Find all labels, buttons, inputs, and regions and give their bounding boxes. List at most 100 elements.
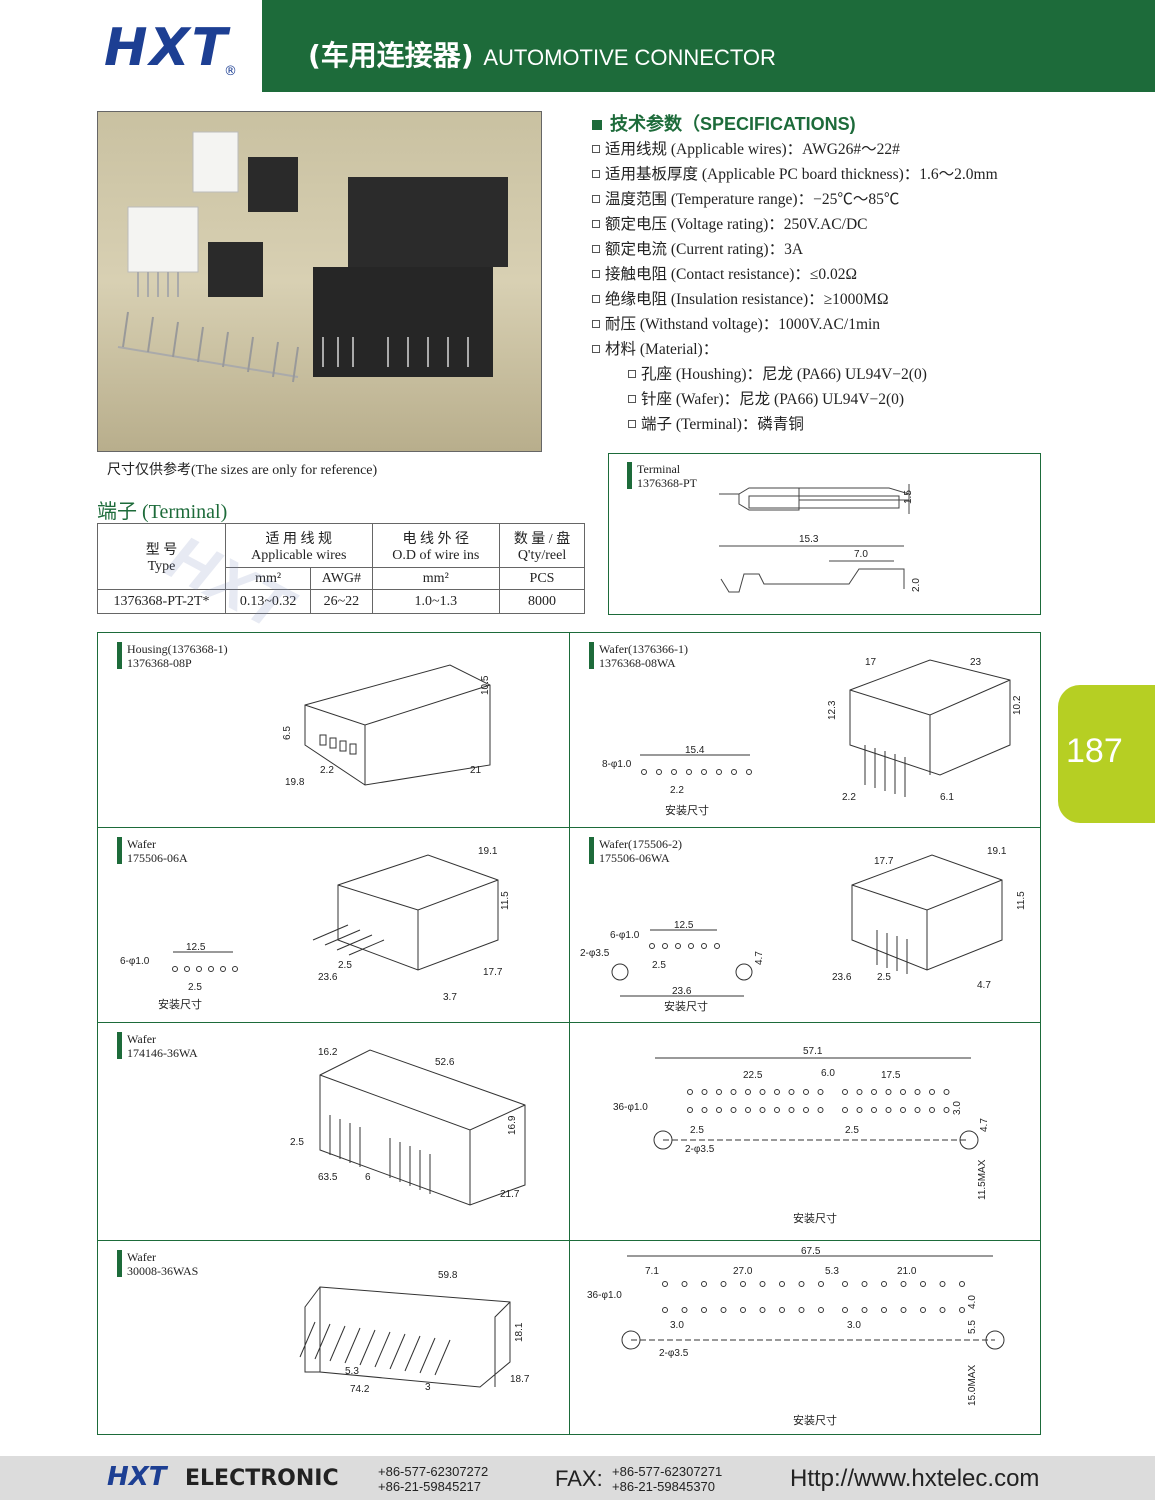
svg-text:6-φ1.0: 6-φ1.0	[120, 956, 150, 967]
pin-hole	[856, 1089, 863, 1095]
cell-awg: 26~22	[310, 589, 373, 614]
svg-text:安装尺寸: 安装尺寸	[158, 997, 202, 1011]
pin-hole	[861, 1281, 868, 1287]
svg-text:4.7: 4.7	[977, 980, 991, 991]
pin-hole	[871, 1089, 877, 1095]
brand-logo: HXT	[104, 18, 230, 78]
checkbox-icon	[592, 195, 600, 203]
pin-hole	[759, 1089, 766, 1095]
pin-hole	[842, 1307, 848, 1313]
unit-od: mm²	[371, 567, 501, 590]
pin-hole	[959, 1307, 965, 1313]
registered-mark: ®	[224, 64, 237, 79]
svg-text:23.6: 23.6	[832, 972, 852, 983]
terminal-drawing-label: Terminal 1376368-PT	[627, 462, 697, 490]
pin-hole	[856, 1107, 863, 1113]
svg-text:3: 3	[425, 1382, 431, 1393]
pin-hole	[740, 1307, 746, 1313]
svg-text:3.7: 3.7	[443, 992, 457, 1003]
terminal-section-title: 端子 (Terminal)	[97, 501, 228, 523]
svg-text:11.5: 11.5	[500, 891, 511, 910]
pin-hole	[900, 1089, 906, 1095]
footer-website-link[interactable]: Http://www.hxtelec.com	[790, 1465, 1040, 1492]
svg-text:17.7: 17.7	[874, 856, 894, 867]
pin-hole	[681, 1281, 688, 1287]
pin-hole	[662, 1281, 668, 1287]
svg-text:7.1: 7.1	[645, 1266, 659, 1277]
page-title-cn: (车用连接器)	[308, 39, 474, 72]
svg-text:18.7: 18.7	[510, 1374, 530, 1385]
svg-text:2.2: 2.2	[842, 792, 856, 803]
pin-hole	[720, 1281, 727, 1287]
pin-hole	[881, 1281, 887, 1287]
pin-hole	[779, 1281, 785, 1287]
svg-text:10.5: 10.5	[480, 675, 491, 695]
svg-text:7.0: 7.0	[854, 549, 868, 560]
svg-text:5.5: 5.5	[967, 1320, 978, 1334]
pin-hole	[687, 1107, 693, 1113]
pin-hole	[914, 1089, 921, 1095]
cell-od: 1.0~1.3	[371, 589, 501, 614]
pin-hole	[842, 1089, 848, 1095]
svg-text:11.5: 11.5	[1016, 891, 1027, 910]
pin-hole	[900, 1307, 907, 1313]
wafer-1376366-drawing: 17 23 12.3 10.2 2.2 6.1 15.4 8-φ1.0 2.2 …	[602, 657, 1023, 817]
svg-text:12.5: 12.5	[186, 942, 206, 953]
cell-type: 1376368-PT-2T*	[97, 589, 226, 614]
cell-qty: 8000	[499, 589, 585, 614]
pin-hole	[701, 1089, 708, 1095]
connector-photo-illustration	[117, 131, 508, 383]
page-number: 187	[1066, 732, 1123, 770]
spec-item: 温度范围 (Temperature range)：−25℃～85℃	[592, 187, 899, 209]
spec-item: 材料 (Material)：	[592, 337, 718, 359]
drawing-label-wafer-1376366-1: Wafer(1376366-1)1376368-08WA	[589, 642, 688, 670]
checkbox-icon	[628, 395, 636, 403]
svg-text:19.1: 19.1	[478, 846, 498, 857]
svg-text:23.6: 23.6	[318, 972, 338, 983]
checkbox-icon	[592, 245, 600, 253]
spec-item: 耐压 (Withstand voltage)：1000V.AC/1min	[592, 312, 880, 334]
size-reference-note: 尺寸仅供参考(The sizes are only for reference)	[107, 463, 378, 478]
pin-hole	[943, 1107, 950, 1113]
pin-hole	[842, 1107, 848, 1113]
svg-text:22.5: 22.5	[743, 1070, 763, 1081]
spec-item: 绝缘电阻 (Insulation resistance)：≥1000MΩ	[592, 287, 888, 309]
svg-text:67.5: 67.5	[801, 1246, 821, 1257]
checkbox-icon	[592, 170, 600, 178]
svg-text:12.5: 12.5	[674, 920, 694, 931]
svg-text:6.0: 6.0	[821, 1068, 835, 1079]
pin-hole	[939, 1307, 946, 1313]
checkbox-icon	[592, 220, 600, 228]
pin-hole	[798, 1307, 805, 1313]
svg-text:2.0: 2.0	[911, 578, 922, 592]
checkbox-icon	[592, 320, 600, 328]
terminal-drawing: 1.5 15.3 7.0 2.0	[719, 484, 922, 593]
svg-text:6: 6	[365, 1172, 371, 1183]
pin-hole	[701, 1107, 708, 1113]
svg-text:4.0: 4.0	[967, 1295, 978, 1309]
wafer-175506-06a-drawing: 19.1 11.5 2.5 23.6 17.7 3.7 12.5 6-φ1.0 …	[120, 846, 511, 1011]
footer	[0, 1456, 1155, 1500]
checkbox-icon	[628, 420, 636, 428]
pin-hole	[701, 1281, 707, 1287]
checkbox-icon	[592, 295, 600, 303]
svg-text:52.6: 52.6	[435, 1057, 455, 1068]
unit-mm2: mm²	[224, 567, 312, 590]
svg-text:15.0MAX: 15.0MAX	[967, 1365, 978, 1406]
svg-text:安装尺寸: 安装尺寸	[665, 803, 709, 817]
svg-text:23: 23	[970, 657, 982, 668]
pin-hole	[687, 1089, 693, 1095]
svg-text:2.5: 2.5	[290, 1137, 304, 1148]
svg-text:17: 17	[865, 657, 877, 668]
pin-hole	[716, 1089, 722, 1095]
pin-hole	[788, 1089, 795, 1095]
page-title: (车用连接器) AUTOMOTIVE CONNECTOR	[308, 34, 776, 74]
pin-hole	[817, 1089, 824, 1095]
checkbox-icon	[592, 270, 600, 278]
svg-text:63.5: 63.5	[318, 1172, 338, 1183]
svg-text:2.5: 2.5	[652, 960, 666, 971]
svg-text:安装尺寸: 安装尺寸	[793, 1413, 837, 1427]
